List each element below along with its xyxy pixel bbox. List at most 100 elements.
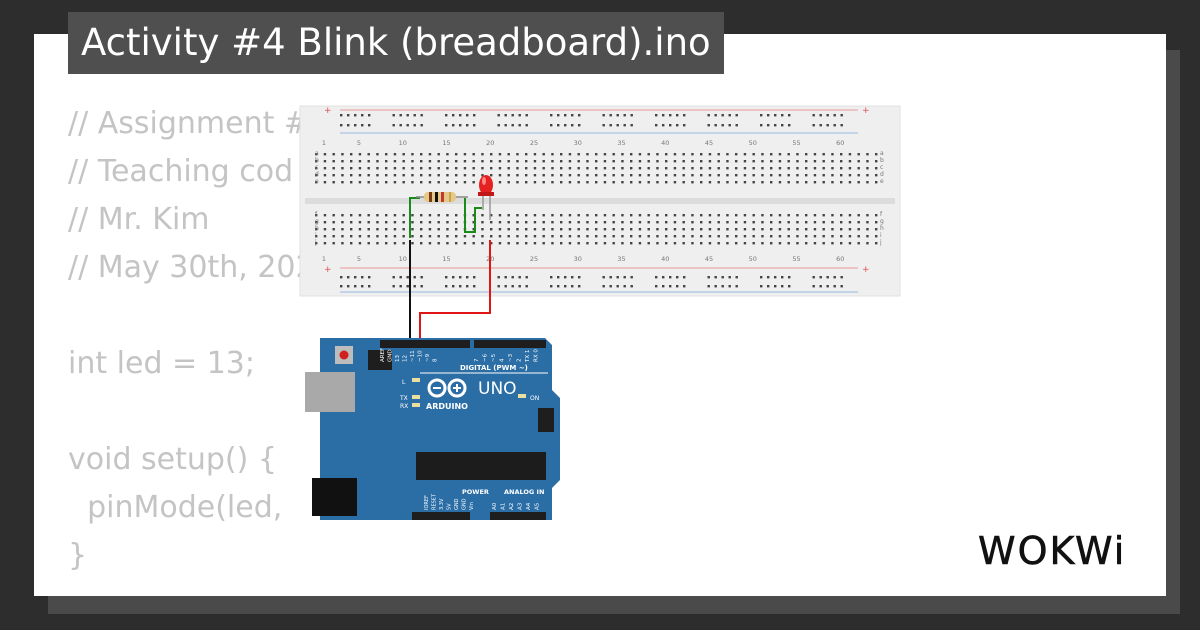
row-letter: g: [315, 218, 319, 225]
row-letter: a: [315, 150, 319, 157]
digital-pin-label: 8: [433, 358, 439, 362]
analog-pin-label: A2: [509, 503, 515, 510]
row-letter: j: [314, 239, 317, 246]
digital-pin-label: ~5: [491, 353, 497, 362]
power-pin-label: Vin: [469, 502, 475, 510]
digital-pin-label: TX 1: [525, 350, 531, 363]
microcontroller-chip: [416, 452, 546, 480]
digital-pin-label: GND: [388, 349, 394, 362]
column-number: 1: [322, 139, 326, 147]
digital-pin-label: 4: [500, 358, 506, 362]
power-pin-label: 3.3V: [439, 498, 445, 510]
digital-pin-label: AREF: [380, 348, 386, 362]
code-line: }: [68, 538, 88, 573]
column-number: 60: [836, 139, 844, 147]
column-number: 50: [749, 139, 757, 147]
analog-pin-label: A3: [518, 502, 524, 510]
row-letter: c: [880, 164, 883, 171]
rail-plus-label: +: [862, 106, 870, 116]
digital-pin-label: 7: [474, 358, 480, 362]
column-number: 30: [574, 139, 582, 147]
column-number: 60: [836, 255, 844, 263]
resistor[interactable]: [416, 192, 468, 202]
rail-plus-label: +: [324, 265, 332, 275]
power-label: POWER: [462, 488, 489, 496]
red-wire[interactable]: [419, 240, 491, 350]
row-letter: e: [880, 178, 884, 185]
column-number: 55: [792, 255, 800, 263]
page-title: Activity #4 Blink (breadboard).ino: [68, 12, 724, 74]
column-number: 25: [530, 139, 538, 147]
row-letter: d: [880, 171, 884, 178]
code-line: // Mr. Kim: [68, 202, 210, 237]
row-letter: h: [880, 225, 884, 232]
analog-pin-label: A5: [535, 502, 541, 510]
column-number: 35: [617, 255, 625, 263]
column-number: 15: [442, 255, 450, 263]
code-line: void setup() {: [68, 442, 277, 477]
digital-pin-label: ~11: [410, 350, 416, 362]
column-number: 45: [705, 255, 713, 263]
power-pin-label: 5V: [447, 503, 453, 510]
column-number: 50: [749, 255, 757, 263]
column-number: 55: [792, 139, 800, 147]
code-line: // Teaching cod: [68, 154, 294, 189]
red-led[interactable]: [478, 175, 494, 220]
power-pin-label: IOREF: [424, 495, 430, 510]
row-letter: b: [315, 157, 319, 164]
digital-pin-label: 12: [403, 355, 409, 362]
column-number: 30: [574, 255, 582, 263]
column-number: 15: [442, 139, 450, 147]
header-right: [474, 340, 546, 348]
row-letter: f: [315, 211, 318, 218]
digital-pin-label: 2: [517, 359, 523, 363]
column-number: 40: [661, 139, 669, 147]
column-number: 5: [357, 139, 361, 147]
row-letter: i: [880, 232, 882, 239]
analog-pin-label: A1: [501, 503, 507, 510]
arduino-logo-icon: [427, 378, 467, 398]
row-letter: f: [880, 211, 883, 218]
on-label: ON: [530, 395, 539, 402]
led-tx-label: TX: [399, 395, 408, 402]
column-number: 20: [486, 139, 494, 147]
brand-label: ARDUINO: [426, 402, 468, 411]
digital-pin-label: RX 0: [534, 349, 540, 362]
row-letter: a: [880, 150, 884, 157]
code-line: pinMode(led,: [68, 490, 283, 525]
rail-plus-label: +: [862, 265, 870, 275]
led-l-label: L: [402, 379, 406, 386]
model-label: UNO: [478, 379, 517, 399]
digital-pin-label: ~6: [483, 353, 489, 362]
column-number: 45: [705, 139, 713, 147]
column-number: 10: [399, 255, 407, 263]
row-letter: g: [880, 218, 884, 225]
row-letter: c: [315, 164, 318, 171]
column-number: 25: [530, 255, 538, 263]
row-letter: h: [315, 225, 319, 232]
digital-label: DIGITAL (PWM ~): [460, 364, 528, 372]
wokwi-logo-text: WOKWi: [978, 529, 1126, 573]
green-wire[interactable]: [409, 197, 482, 238]
row-letter: j: [879, 239, 882, 246]
digital-pin-label: 13: [395, 355, 401, 362]
led-rx-label: RX: [400, 403, 408, 410]
column-number: 1: [322, 255, 326, 263]
power-pin-label: GND: [454, 498, 460, 510]
row-letter: i: [315, 232, 317, 239]
column-number: 5: [357, 255, 361, 263]
analog-label: ANALOG IN: [504, 488, 544, 496]
digital-pin-label: ~9: [425, 353, 431, 362]
usb-port: [305, 372, 355, 412]
rail-plus-label: +: [324, 106, 332, 116]
power-pin-label: RESET: [432, 493, 438, 510]
digital-pin-label: ~10: [418, 350, 424, 362]
digital-pin-label: ~3: [508, 353, 514, 362]
row-letter: d: [315, 171, 319, 178]
column-number: 35: [617, 139, 625, 147]
code-line: int led = 13;: [68, 346, 255, 381]
column-number: 40: [661, 255, 669, 263]
